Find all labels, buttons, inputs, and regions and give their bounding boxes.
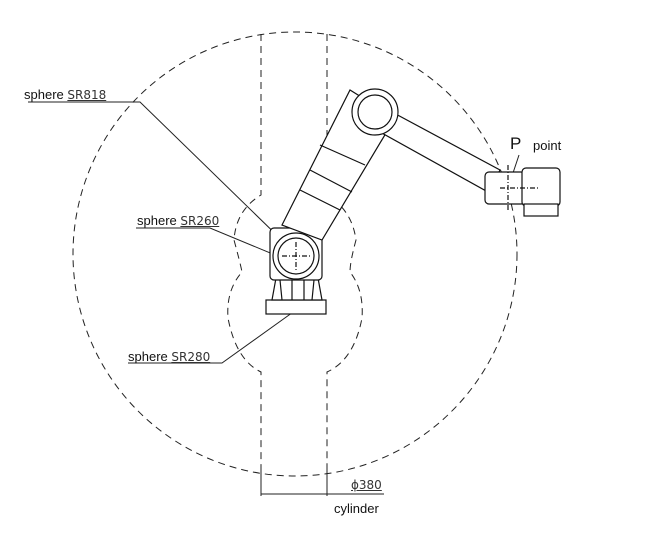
label-word: sphere [128, 349, 168, 364]
label-value: SR818 [67, 88, 107, 102]
label-value: SR260 [180, 214, 220, 228]
leader-sr280 [128, 309, 297, 364]
cylinder-dimension [260, 470, 384, 496]
robot-arm [265, 88, 561, 315]
label-point: point [533, 138, 562, 153]
inner-cylinder-boundary [227, 34, 363, 470]
leader-sr818 [28, 101, 293, 251]
label-sphere-sr260: sphere SR260 [137, 213, 219, 228]
label-p-letter: P [510, 134, 522, 153]
label-value: SR280 [171, 350, 211, 364]
workspace-sphere-sr818 [72, 31, 518, 477]
label-sphere-sr280: sphere SR280 [128, 349, 210, 364]
label-sphere-sr818: sphere SR818 [24, 87, 106, 102]
label-cylinder-diameter: ϕ380 [351, 478, 382, 492]
label-word: sphere [24, 87, 64, 102]
label-cylinder: cylinder [334, 501, 379, 516]
leader-sr260 [136, 227, 293, 263]
label-word: sphere [137, 213, 177, 228]
